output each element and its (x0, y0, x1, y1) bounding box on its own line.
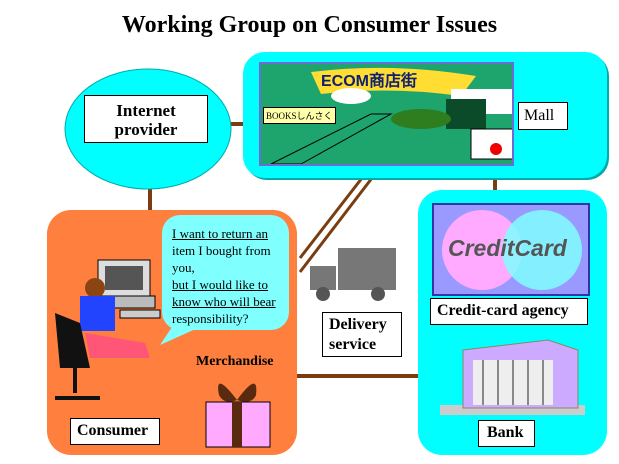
connector-consumer-bank (295, 374, 420, 378)
bank-label[interactable]: Bank (478, 420, 535, 447)
connector-provider-mall (222, 122, 248, 126)
mall-street-image: ECOM商店街 BOOKSしんさく (259, 62, 514, 166)
diagram-title: Working Group on Consumer Issues (121, 12, 498, 38)
speech-line: responsibility? (172, 311, 249, 326)
bookstore-sign: BOOKSしんさく (263, 107, 336, 124)
delivery-service-label[interactable]: Delivery service (322, 312, 402, 357)
mall-label[interactable]: Mall (518, 102, 568, 130)
speech-bubble: I want to return an item I bought from y… (162, 215, 289, 330)
credit-card-text: CreditCard (448, 235, 567, 261)
credit-card-agency-label[interactable]: Credit-card agency (430, 298, 588, 325)
speech-line: but I would like to (172, 277, 269, 292)
internet-provider-label[interactable]: Internet provider (84, 95, 208, 143)
delivery-truck-icon (310, 248, 396, 301)
consumer-label[interactable]: Consumer (70, 418, 160, 445)
speech-line: you, (172, 260, 195, 275)
merchandise-label: Merchandise (196, 354, 274, 369)
connector-mall-credit (493, 175, 497, 195)
credit-card-image: CreditCard (432, 203, 590, 296)
connector-provider-consumer (148, 185, 152, 215)
mall-sign: ECOM商店街 (321, 73, 418, 90)
speech-line: item I bought from (172, 243, 271, 258)
bank-building-icon (440, 339, 585, 415)
speech-line: know who will bear (172, 294, 276, 309)
gift-box-icon (205, 383, 271, 448)
consumer-at-computer-icon (55, 259, 161, 400)
speech-line: I want to return an (172, 226, 269, 241)
